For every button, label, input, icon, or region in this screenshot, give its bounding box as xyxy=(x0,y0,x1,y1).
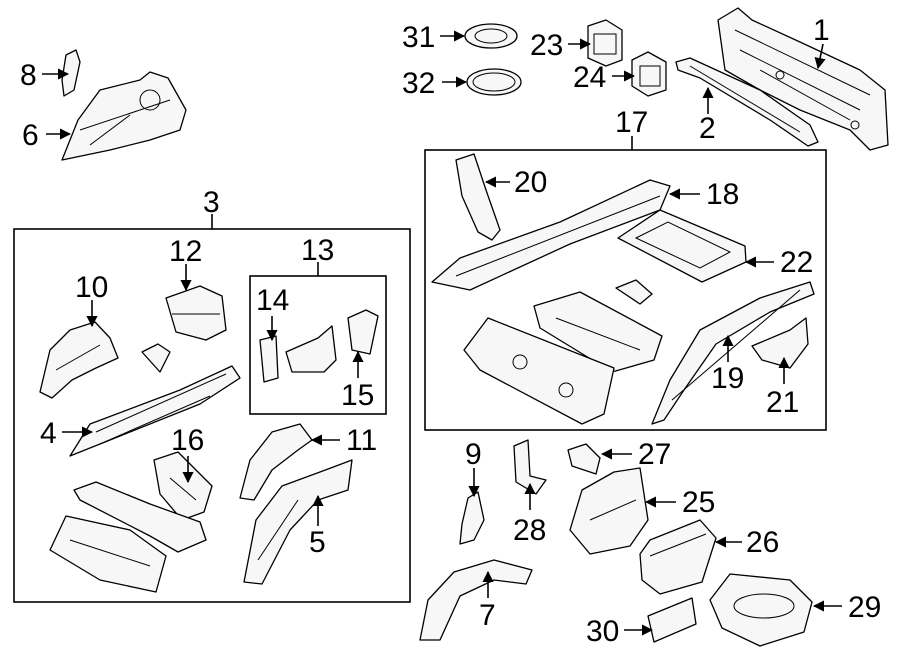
callout-12: 12 xyxy=(169,235,202,268)
callout-22: 22 xyxy=(780,246,813,279)
part-19-side-rail xyxy=(651,281,815,425)
callout-8: 8 xyxy=(20,59,37,92)
part-4-sill-panel xyxy=(69,365,241,457)
callout-6: 6 xyxy=(22,119,39,152)
part-29-spare-tub xyxy=(709,573,813,647)
group-17-box xyxy=(424,149,827,431)
callout-29: 29 xyxy=(848,591,881,624)
callout-17: 17 xyxy=(615,106,648,139)
callout-5: 5 xyxy=(309,526,326,559)
callout-25: 25 xyxy=(682,486,715,519)
callout-27: 27 xyxy=(638,438,671,471)
callout-4: 4 xyxy=(40,417,57,450)
callout-9: 9 xyxy=(465,438,482,471)
part-13-brace xyxy=(285,325,337,373)
part-28-bracket xyxy=(513,439,547,495)
callout-26: 26 xyxy=(746,526,779,559)
part-unlabeled-bracket xyxy=(141,343,171,373)
part-32-plug xyxy=(466,68,522,96)
callout-16: 16 xyxy=(171,424,204,457)
callout-10: 10 xyxy=(75,271,108,304)
callout-21: 21 xyxy=(766,386,799,419)
part-8-bracket xyxy=(61,49,81,97)
callout-3: 3 xyxy=(203,186,220,219)
leader-1 xyxy=(814,43,826,70)
part-31-plug xyxy=(464,23,518,49)
part-21-bracket xyxy=(751,317,809,369)
part-26-cover xyxy=(639,519,717,595)
part-floor-rear xyxy=(463,317,615,425)
callout-23: 23 xyxy=(530,29,563,62)
part-small-clip xyxy=(615,279,653,305)
part-15-clip xyxy=(347,309,379,355)
part-9-bracket xyxy=(459,491,485,545)
callout-18: 18 xyxy=(706,178,739,211)
part-10-wheelhouse xyxy=(39,321,119,399)
callout-30: 30 xyxy=(586,615,619,648)
part-24-mount xyxy=(631,51,667,97)
callout-13: 13 xyxy=(301,234,334,267)
part-25-trim-panel xyxy=(569,467,649,555)
part-23-mount xyxy=(587,19,623,67)
callout-15: 15 xyxy=(341,379,374,412)
part-14-bracket xyxy=(259,335,279,383)
part-floor-panel-lower xyxy=(49,515,167,593)
callout-28: 28 xyxy=(513,514,546,547)
part-20-bracket xyxy=(455,153,501,241)
callout-24: 24 xyxy=(573,61,606,94)
callout-2: 2 xyxy=(699,112,716,145)
part-12-bracket xyxy=(165,285,227,341)
callout-19: 19 xyxy=(711,362,744,395)
part-2-upper-rail xyxy=(675,57,819,147)
part-7-wheelhouse-outer xyxy=(419,559,533,641)
part-rail-lower xyxy=(73,481,207,553)
part-27-bracket xyxy=(567,443,601,475)
part-5-quarter-inner xyxy=(243,459,353,585)
callout-31: 31 xyxy=(402,21,435,54)
part-floor-center xyxy=(533,291,663,373)
callout-7: 7 xyxy=(479,599,496,632)
part-16-bracket xyxy=(153,451,213,521)
part-30-bracket xyxy=(647,597,697,643)
callout-11: 11 xyxy=(346,424,377,457)
callout-14: 14 xyxy=(256,284,289,317)
part-22-floor-pan xyxy=(617,209,747,283)
callout-32: 32 xyxy=(402,67,435,100)
part-6-wheelhouse-panel xyxy=(61,71,187,161)
callout-20: 20 xyxy=(514,166,547,199)
part-18-crossmember xyxy=(431,179,671,291)
callout-1: 1 xyxy=(813,14,830,47)
